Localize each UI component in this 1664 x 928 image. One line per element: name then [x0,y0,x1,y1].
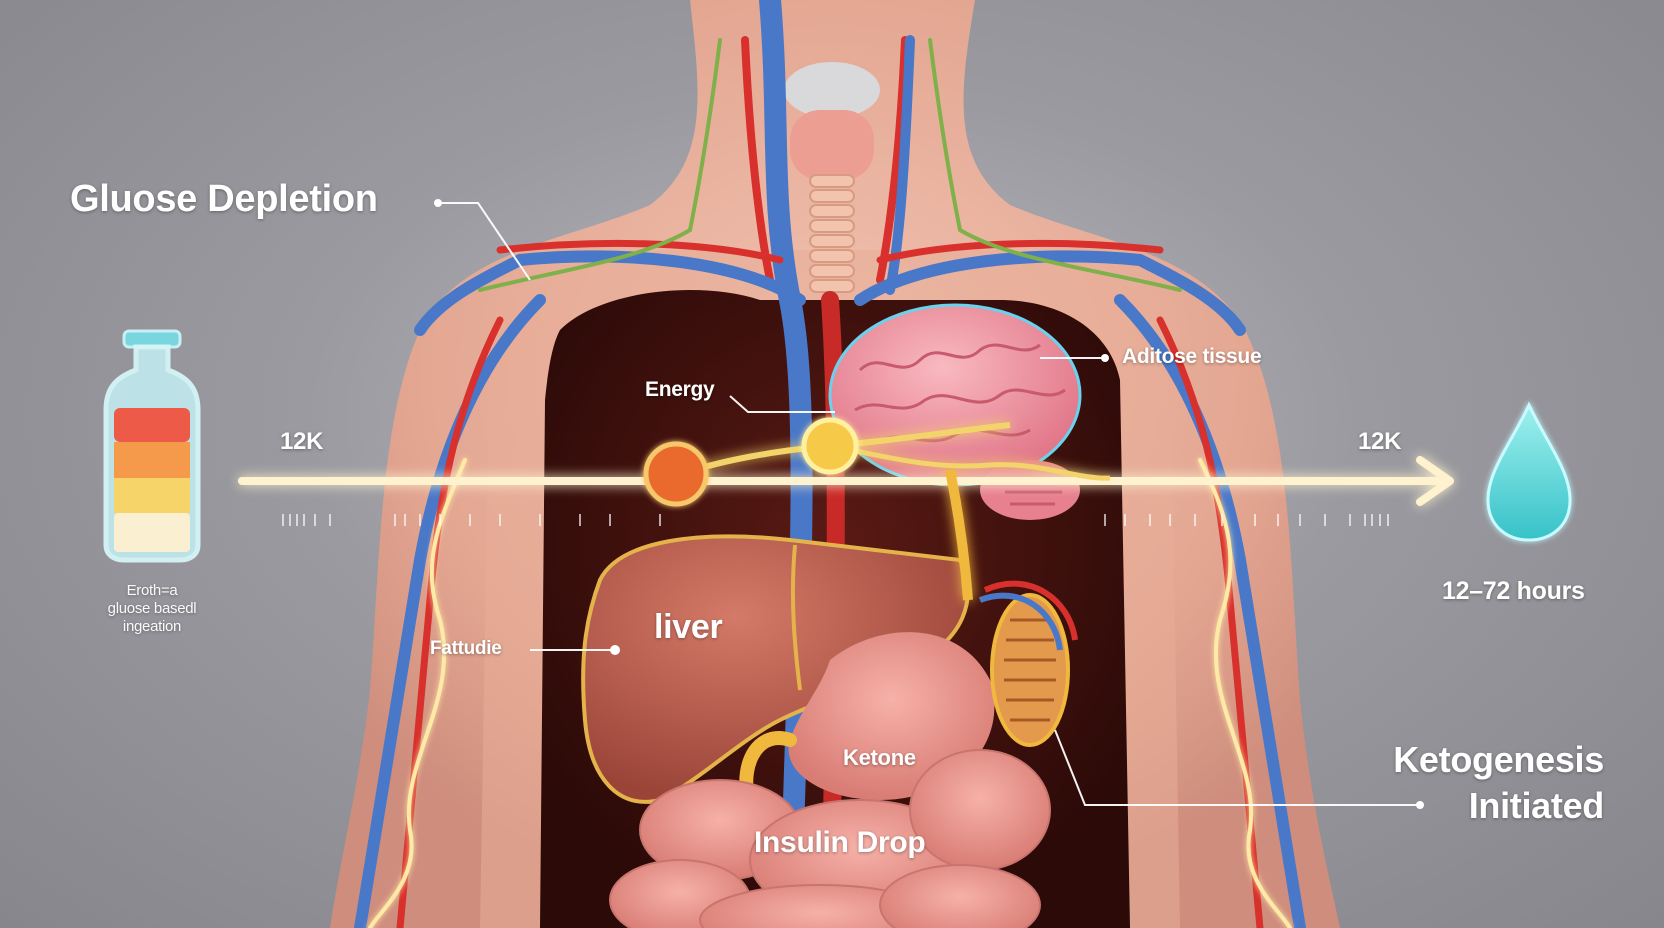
bottle-caption-line-1: Eroth=a [126,582,178,599]
bottle-caption-line-3: ingeation [122,618,182,635]
left-value-label: 12K [280,428,324,455]
glucose-bottle-icon [103,329,201,563]
insulin-drop-label: Insulin Drop [754,826,926,859]
water-drop-icon [1486,401,1572,542]
fatty-label: Fattudie [430,638,502,659]
right-value-label: 12K [1358,428,1402,455]
bottle-caption-line-2: gluose basedl [107,600,197,617]
energy-label: Energy [645,378,715,401]
ketone-label: Ketone [843,745,916,770]
liver-organ [581,534,970,804]
liver-label: liver [654,608,723,646]
ketogenesis-status: Ketogenesis Initiated [1393,737,1604,829]
page-title: Gluose Depletion [70,178,378,220]
bottle-caption: Eroth=a gluose basedl ingeation [92,582,212,636]
ketogenesis-line-1: Ketogenesis [1393,739,1604,780]
ketogenesis-line-2: Initiated [1468,785,1605,826]
adipose-tissue-label: Aditose tissue [1122,345,1262,368]
duration-label: 12–72 hours [1442,577,1585,605]
